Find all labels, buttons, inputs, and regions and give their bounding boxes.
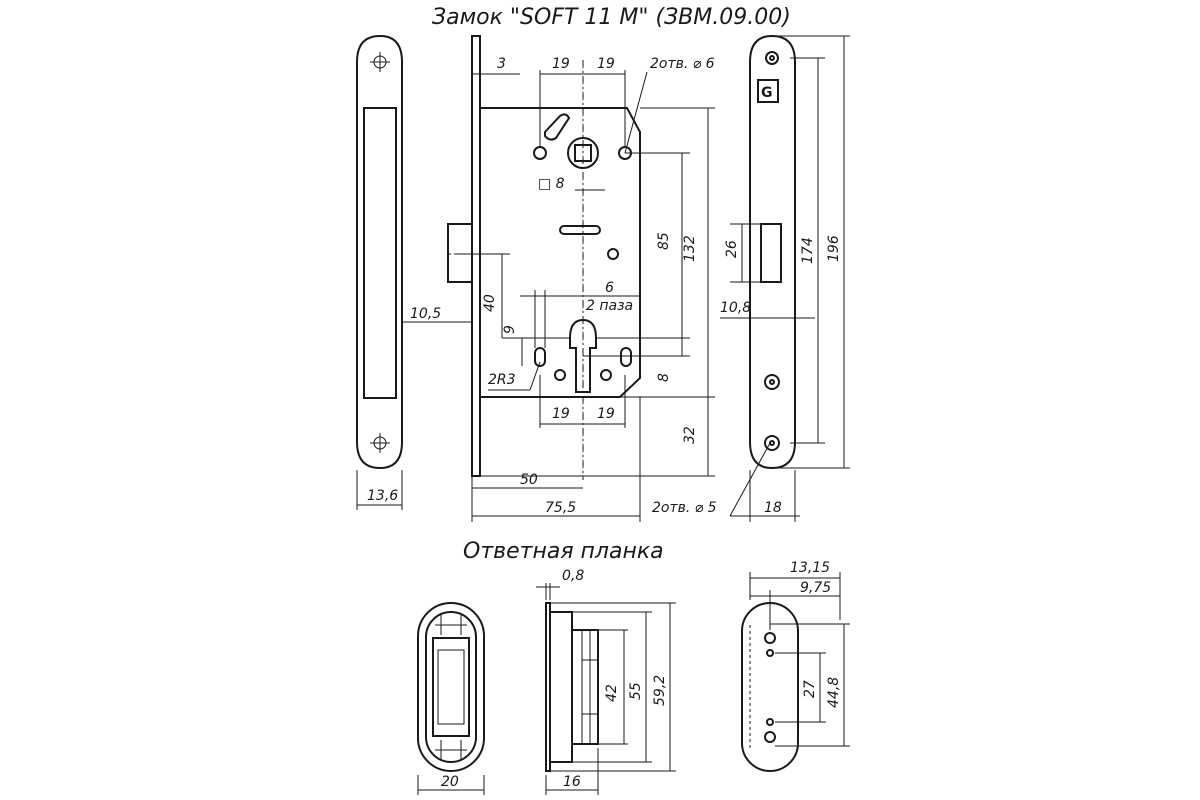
dim-9: 9 [502, 325, 518, 334]
dim-132: 132 [682, 235, 698, 262]
dim-3: 3 [497, 56, 506, 72]
strike-box [571, 629, 599, 745]
dim-18: 18 [764, 500, 782, 516]
dim-s16: 16 [563, 774, 581, 790]
dim-6: 6 [605, 280, 614, 296]
latch-window [760, 223, 782, 283]
cylinder-hole-right [600, 369, 612, 381]
small-hole [607, 248, 619, 260]
dim-196: 196 [826, 235, 842, 262]
dim-75-5: 75,5 [545, 500, 576, 516]
latch-opening [363, 107, 397, 399]
label-2-slots: 2 паза [586, 298, 633, 314]
dim-19-a: 19 [552, 56, 570, 72]
dim-s9-75: 9,75 [800, 580, 831, 596]
logo-box [757, 79, 779, 103]
faceplate-front-view: G 26 10,8 174 196 18 [720, 34, 850, 522]
cylinder-slot-left [534, 347, 546, 367]
dim-2r3: 2R3 [488, 372, 516, 388]
lock-dimensions: 3 19 19 2отв. ⌀ 6 □ 8 85 132 32 8 40 [402, 56, 771, 522]
dim-13-6: 13,6 [367, 488, 398, 504]
faceplate-outline [356, 34, 403, 470]
dim-26: 26 [724, 240, 740, 258]
strike-plate-front: 20 [417, 602, 485, 795]
strike-outline [417, 602, 485, 772]
label-holes-5: 2отв. ⌀ 5 [652, 500, 717, 516]
dim-s55: 55 [628, 682, 644, 700]
horizontal-slot [559, 225, 601, 235]
dim-19-c: 19 [552, 406, 570, 422]
dim-s42: 42 [604, 684, 620, 702]
strike-plate-title: Ответная планка [463, 539, 664, 564]
faceplate-front-outline [749, 34, 796, 470]
dim-s44-8: 44,8 [826, 677, 842, 708]
dim-square-8: □ 8 [538, 176, 565, 192]
dim-174: 174 [800, 237, 816, 264]
dim-50: 50 [520, 472, 538, 488]
dim-19-b: 19 [597, 56, 615, 72]
lock-title: Замок "SOFT 11 M" (ЗВМ.09.00) [432, 5, 791, 30]
strike-plate-back: 13,15 9,75 27 44,8 [741, 560, 850, 772]
front-hole-bottom [764, 435, 780, 451]
dim-85: 85 [656, 232, 672, 250]
dim-32: 32 [682, 426, 698, 444]
front-hole-top [765, 51, 779, 65]
lock-case [479, 107, 641, 398]
dim-s13-15: 13,15 [790, 560, 830, 576]
latch-bolt [447, 223, 473, 283]
cylinder-keyhole [569, 318, 597, 393]
label-holes-6: 2отв. ⌀ 6 [650, 56, 715, 72]
strike-hole-top [764, 632, 776, 644]
faceplate-side-view: 13,6 [356, 34, 403, 510]
cylinder-slot-right [620, 347, 632, 367]
mount-hole-left [533, 146, 547, 160]
angled-slot [544, 113, 571, 141]
strike-latch-opening [432, 637, 470, 737]
strike-hole-bottom [764, 731, 776, 743]
dim-10-8: 10,8 [720, 300, 751, 316]
dim-s59-2: 59,2 [652, 675, 668, 706]
dim-8: 8 [656, 373, 672, 382]
strike-plate-side: 0,8 42 55 59,2 16 [536, 568, 676, 795]
cylinder-hole-left [554, 369, 566, 381]
dim-19-d: 19 [597, 406, 615, 422]
lock-front-plate [471, 35, 481, 477]
dim-s0-8: 0,8 [562, 568, 584, 584]
logo-mark: G [761, 85, 773, 101]
dim-s20: 20 [441, 774, 459, 790]
strike-side-plate [545, 602, 551, 772]
dim-s27: 27 [802, 680, 818, 698]
dim-40: 40 [482, 294, 498, 312]
dim-10-5: 10,5 [410, 306, 441, 322]
front-hole-mid [764, 374, 780, 390]
lock-body [447, 35, 641, 480]
